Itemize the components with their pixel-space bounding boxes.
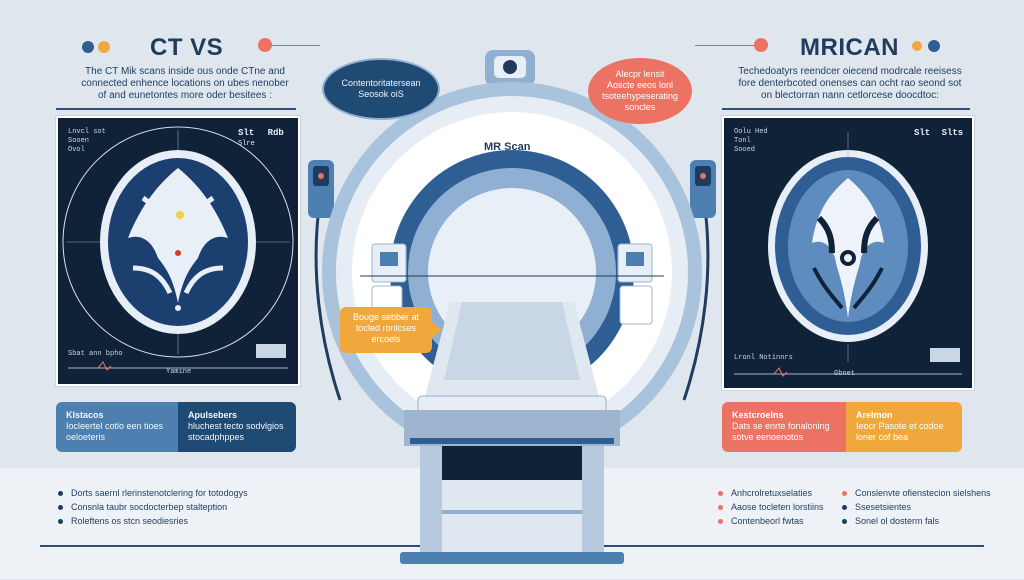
- ct-header-rule: [56, 108, 296, 110]
- card-line: oeloeteris: [66, 432, 106, 442]
- list-item: Dorts saernl rlerinstenotclering for tot…: [58, 486, 248, 500]
- bubble-line: Seosok oiS: [358, 89, 404, 99]
- card-line: stocadphppes: [188, 432, 245, 442]
- ct-bullet-list: Dorts saernl rlerinstenotclering for tot…: [58, 486, 248, 528]
- center-right-bubble: Alecpr lensit Aoscte eeos lonl tsoteehyp…: [588, 58, 692, 124]
- bubble-line: Alecpr lensit: [615, 69, 665, 79]
- ct-scan-screen: Lnvcl sot Sooen Ovol Slt Rdb Slre Sbat a…: [56, 116, 300, 386]
- decor-dot-orange: [98, 41, 110, 53]
- ct-info-cards: Klstacos Iocleertel cotlo een tioes oelo…: [56, 402, 296, 452]
- mri-brain-image: [734, 132, 962, 377]
- list-item-text: Dorts saernl rlerinstenotclering for tot…: [71, 488, 248, 498]
- decor-dot-navy: [82, 41, 94, 53]
- list-item: Anhcrolretuxselaties: [718, 486, 824, 500]
- list-item: Conslenvte ofienstecion sielshens: [842, 486, 991, 500]
- screen-text: Oolu Hed: [734, 128, 768, 136]
- screen-text: Sooen: [68, 137, 90, 145]
- mri-description-line: Techedoatyrs reendcer oiecend modrcale r…: [738, 66, 962, 77]
- list-item: Sonel ol dosterm fals: [842, 514, 991, 528]
- mri-scanner-illustration: [308, 50, 716, 564]
- mri-card-b: Arelmon Ieocr Pasote et codoe loner cof …: [846, 402, 962, 452]
- ct-screen-topright: Slt Rdb Slre: [238, 128, 284, 150]
- ct-screen-topleft: Lnvcl sot Sooen Ovol: [68, 128, 106, 155]
- list-item-text: Ssesetsientes: [855, 502, 912, 512]
- screen-text: Slre: [238, 140, 255, 148]
- callout-pointer: [432, 322, 442, 338]
- bubble-line: soncles: [624, 102, 656, 112]
- callout-line: Bouge sebber at: [352, 312, 420, 322]
- screen-text: Slt: [914, 128, 931, 138]
- card-line: hluchest tecto sodvlgios: [188, 421, 284, 431]
- mri-screen-topright: Slt Slts: [914, 128, 963, 138]
- bubble-line: tsoteehypeserating: [601, 91, 679, 101]
- mri-info-cards: Kestcroelns Dats se enrte fonaloning sot…: [722, 402, 962, 452]
- list-item-text: Aaose tocleten lorstiins: [731, 502, 824, 512]
- card-line: Ieocr Pasote et codoe: [856, 421, 944, 431]
- card-title: Kestcroelns: [732, 410, 784, 420]
- mri-bullet-list-a: Anhcrolretuxselaties Aaose tocleten lors…: [718, 486, 824, 528]
- ct-description-line: The CT Mik scans inside ous onde CTne an…: [85, 66, 285, 77]
- ct-card-b: Apulsebers hluchest tecto sodvlgios stoc…: [178, 402, 296, 452]
- callout-line: tocled ronlcses: [355, 323, 417, 333]
- mri-screen-bottomleft: Lronl Notinnrs: [734, 354, 793, 362]
- mri-screen-bottommid: Gbnet: [834, 370, 856, 378]
- mri-description-line: fore denterbcoted onenses can ocht rao s…: [738, 78, 962, 89]
- center-callout: Bouge sebber at tocled ronlcses ercoels: [340, 307, 432, 353]
- ct-brain-image: [62, 126, 294, 371]
- center-left-bubble: Contentoritatersean Seosok oiS: [322, 58, 440, 120]
- list-item: Ssesetsientes: [842, 500, 991, 514]
- ct-description-line: of and eunetontes more oder besitees :: [97, 90, 272, 101]
- card-line: loner cof bea: [856, 432, 909, 442]
- mri-screen-topleft: Oolu Hed Tonl Sooed: [734, 128, 768, 155]
- ct-leader-line: [272, 45, 320, 46]
- mri-card-a: Kestcroelns Dats se enrte fonaloning sot…: [722, 402, 846, 452]
- mri-description: Techedoatyrs reendcer oiecend modrcale r…: [730, 66, 970, 102]
- screen-text: Ovol: [68, 146, 85, 154]
- screen-text: Rdb: [267, 128, 284, 138]
- decor-dot-orange: [912, 41, 922, 51]
- screen-text: Tonl: [734, 137, 751, 145]
- list-item: Aaose tocleten lorstiins: [718, 500, 824, 514]
- screen-text: Sooed: [734, 146, 756, 154]
- list-item: Roleftens os stcn seodiesries: [58, 514, 248, 528]
- list-item-text: Conslenvte ofienstecion sielshens: [855, 488, 991, 498]
- decor-dot-navy: [928, 40, 940, 52]
- card-line: Iocleertel cotlo een tioes: [66, 421, 164, 431]
- list-item: Contenbeorl fwtas: [718, 514, 824, 528]
- mri-header-rule: [722, 108, 970, 110]
- card-line: Dats se enrte fonaloning: [732, 421, 830, 431]
- screen-text: Slts: [941, 128, 964, 138]
- decor-dot-coral: [258, 38, 272, 52]
- card-title: Apulsebers: [188, 410, 238, 420]
- card-title: Arelmon: [856, 410, 893, 420]
- decor-dot-coral: [754, 38, 768, 52]
- card-line: sotve eenoenotos: [732, 432, 804, 442]
- ct-screen-bottomleft: Sbat ann bpho: [68, 350, 123, 358]
- list-item-text: Consnla taubr socdocterbep stalteption: [71, 502, 228, 512]
- mri-description-line: on blectorran nann cetlorcese doocdtoc:: [761, 90, 939, 101]
- mri-scan-screen: Oolu Hed Tonl Sooed Slt Slts Lronl Notin…: [722, 116, 974, 390]
- list-item-text: Roleftens os stcn seodiesries: [71, 516, 189, 526]
- ct-title: CT VS: [150, 34, 224, 61]
- ct-description-line: connected enhence locations on ubes neno…: [81, 78, 289, 89]
- mri-leader-line: [695, 45, 755, 46]
- bubble-line: Aoscte eeos lonl: [606, 80, 674, 90]
- bubble-line: Contentoritatersean: [341, 78, 421, 88]
- callout-line: ercoels: [371, 334, 401, 344]
- list-item: Consnla taubr socdocterbep stalteption: [58, 500, 248, 514]
- ct-card-a: Klstacos Iocleertel cotlo een tioes oelo…: [56, 402, 178, 452]
- mri-title: MRICAN: [800, 34, 899, 61]
- list-item-text: Sonel ol dosterm fals: [855, 516, 940, 526]
- list-item-text: Contenbeorl fwtas: [731, 516, 804, 526]
- card-title: Klstacos: [66, 410, 104, 420]
- ct-screen-bottommid: Yamine: [166, 368, 192, 376]
- screen-text: Slt: [238, 128, 255, 138]
- list-item-text: Anhcrolretuxselaties: [731, 488, 813, 498]
- scanner-label: MR Scan: [484, 141, 531, 153]
- ct-description: The CT Mik scans inside ous onde CTne an…: [70, 66, 300, 102]
- screen-text: Lnvcl sot: [68, 128, 106, 136]
- mri-bullet-list-b: Conslenvte ofienstecion sielshens Sseset…: [842, 486, 991, 528]
